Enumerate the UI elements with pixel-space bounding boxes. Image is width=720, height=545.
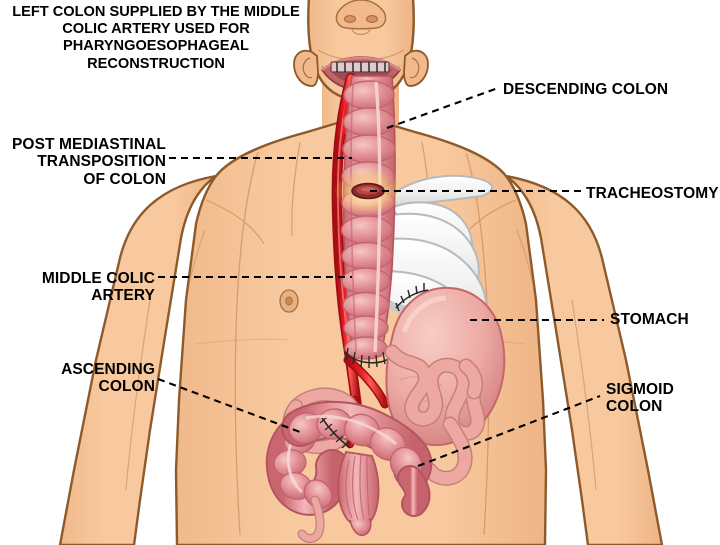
label-post-mediastinal-line-3: OF COLON (83, 170, 166, 188)
leader-descending-colon (386, 87, 499, 129)
rectal-folds (345, 454, 370, 521)
left-arm (58, 174, 218, 545)
tracheostomy-stoma (334, 167, 402, 215)
ascending-colon (265, 413, 350, 543)
leader-lines (157, 87, 604, 467)
leader-sigmoid-colon (417, 395, 601, 467)
label-middle-colic-artery-line-2: ARTERY (91, 287, 155, 305)
label-post-mediastinal-line-2: TRANSPOSITION (37, 153, 166, 171)
sigmoid-colon (281, 401, 433, 517)
nose (335, 0, 387, 36)
colon-conduit (340, 75, 396, 368)
label-sigmoid-colon-line-2: COLON (606, 398, 663, 416)
suture-marks (336, 62, 386, 72)
ear-left (293, 49, 319, 87)
label-tracheostomy: TRACHEOSTOMY (586, 185, 719, 202)
colo-colic-anastomosis (319, 416, 351, 449)
title-line-4: RECONSTRUCTION (87, 55, 225, 72)
label-sigmoid-colon-line-1: SIGMOID (606, 381, 674, 398)
title-line-2: COLIC ARTERY USED FOR (62, 21, 250, 38)
label-descending-colon: DESCENDING COLON (503, 81, 669, 98)
anal-canal (349, 517, 372, 537)
ear-right (403, 49, 429, 87)
stomach-staple-line (395, 283, 429, 312)
label-ascending-colon-line-1: ASCENDING (61, 361, 155, 378)
title-line-1: LEFT COLON SUPPLIED BY THE MIDDLE (12, 4, 300, 20)
right-arm (504, 174, 664, 545)
nipple-left (279, 289, 299, 313)
leader-ascending-colon (157, 378, 301, 433)
head (293, 0, 429, 102)
rectum (337, 451, 380, 537)
title-line-3: PHARYNGOESOPHAGEAL (63, 38, 249, 55)
label-post-mediastinal-line-1: POST MEDIASTINAL (11, 136, 166, 153)
label-ascending-colon-line-2: COLON (98, 378, 155, 396)
label-middle-colic-artery-line-1: MIDDLE COLIC (41, 270, 155, 287)
label-stomach: STOMACH (610, 311, 689, 328)
